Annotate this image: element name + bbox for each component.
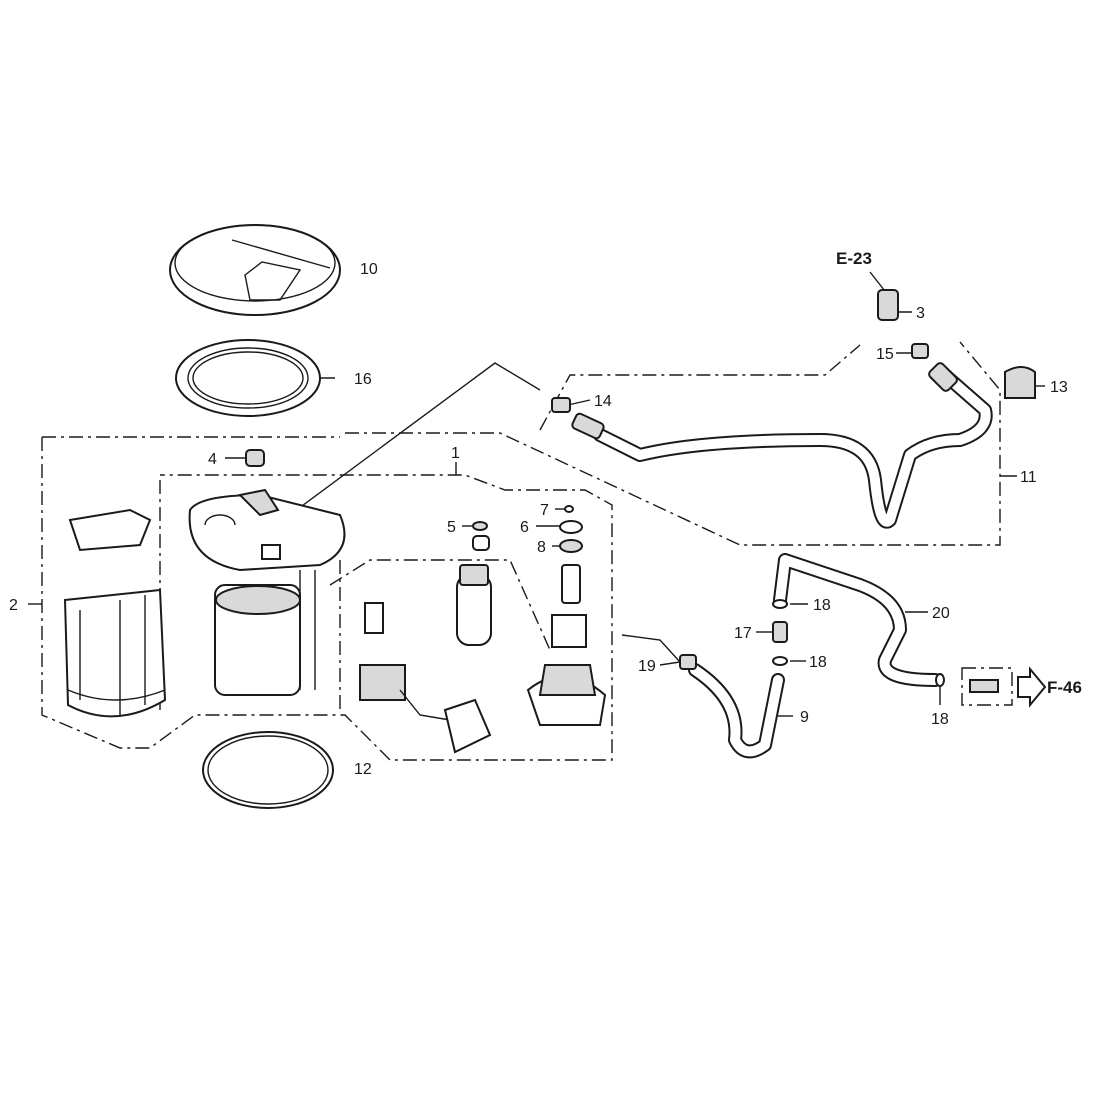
callout-11: 11 bbox=[1020, 469, 1037, 486]
callout-20: 20 bbox=[932, 605, 950, 622]
part-16-lock-ring bbox=[175, 339, 321, 417]
group-outline-2 bbox=[41, 436, 613, 761]
callout-8: 8 bbox=[537, 539, 546, 556]
callout-10: 10 bbox=[360, 261, 378, 278]
callout-18-a: 18 bbox=[813, 597, 831, 614]
part-2-housing bbox=[63, 508, 167, 718]
callout-6: 6 bbox=[520, 519, 529, 536]
part-14-clip bbox=[551, 397, 571, 413]
part-18-ring-c bbox=[935, 673, 945, 687]
part-12-o-ring bbox=[202, 731, 334, 809]
part-9-hose bbox=[688, 663, 785, 759]
callout-14: 14 bbox=[594, 393, 612, 410]
callout-5: 5 bbox=[447, 519, 456, 536]
part-11-fuel-hose bbox=[571, 362, 993, 529]
part-12-o-ring-inner bbox=[207, 735, 329, 805]
part-17-joint bbox=[772, 621, 788, 643]
part-18-ring-a bbox=[772, 599, 788, 609]
group-outline-1 bbox=[345, 341, 1001, 546]
part-19-clip bbox=[679, 654, 697, 670]
reference-e-23[interactable]: E-23 bbox=[836, 249, 872, 268]
callout-1: 1 bbox=[451, 445, 460, 462]
callout-2: 2 bbox=[9, 597, 18, 614]
pump-base bbox=[526, 664, 607, 726]
reference-f-46[interactable]: F-46 bbox=[1047, 678, 1082, 697]
callout-15: 15 bbox=[876, 346, 894, 363]
callout-13: 13 bbox=[1050, 379, 1068, 396]
part-1-pump-assembly bbox=[188, 488, 346, 696]
callout-17: 17 bbox=[734, 625, 752, 642]
part-18-ring-b bbox=[772, 656, 788, 666]
part-10-cover bbox=[169, 224, 341, 316]
callout-9: 9 bbox=[800, 709, 809, 726]
part-20-pipe bbox=[773, 553, 942, 687]
callout-4: 4 bbox=[208, 451, 217, 468]
connector-fitting bbox=[969, 679, 999, 693]
callout-18-b: 18 bbox=[809, 654, 827, 671]
callout-16: 16 bbox=[354, 371, 372, 388]
part-4-cap bbox=[245, 449, 265, 467]
pump-motor bbox=[456, 564, 492, 646]
group-outline-18 bbox=[961, 667, 1013, 706]
callout-3: 3 bbox=[916, 305, 925, 322]
parts-5-8-seals bbox=[472, 505, 587, 648]
part-15-clamp bbox=[911, 343, 929, 359]
fuel-level-sender bbox=[359, 602, 492, 754]
callout-12: 12 bbox=[354, 761, 372, 778]
callout-18-c: 18 bbox=[931, 711, 949, 728]
part-13-clip bbox=[1004, 366, 1036, 399]
callout-19: 19 bbox=[638, 658, 656, 675]
part-3-bracket bbox=[877, 289, 899, 321]
reference-arrow-icon bbox=[1017, 666, 1047, 708]
callout-7: 7 bbox=[540, 502, 549, 519]
